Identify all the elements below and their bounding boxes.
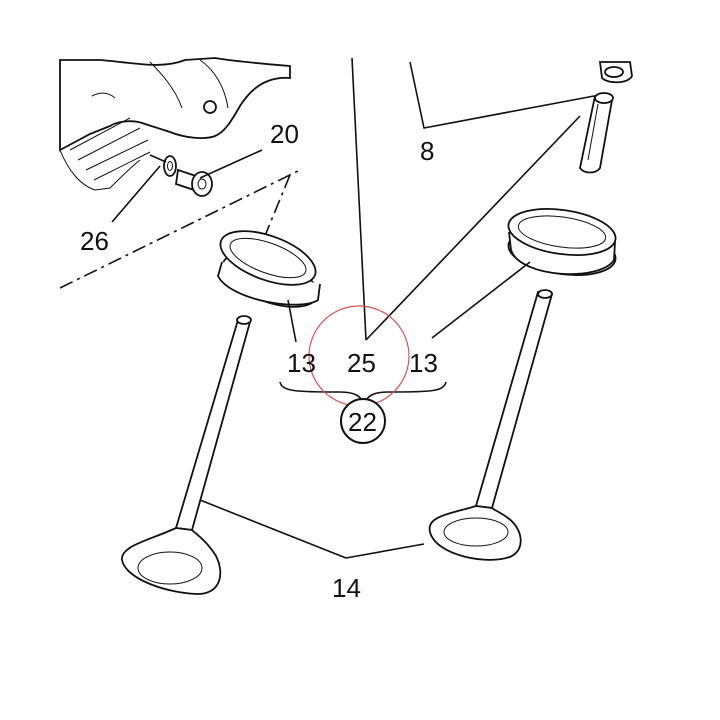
callout-13-left: 13 bbox=[287, 348, 316, 378]
kit-circle bbox=[340, 398, 386, 444]
valve-guide-icon bbox=[579, 92, 614, 174]
washer-icon bbox=[163, 155, 177, 177]
guide-top-fragment bbox=[598, 61, 633, 84]
cylinder-head bbox=[59, 57, 291, 191]
callout-8: 8 bbox=[420, 136, 434, 166]
valve-left-icon bbox=[121, 315, 252, 595]
valve-seat-left-icon bbox=[217, 230, 321, 308]
valve-right-icon bbox=[428, 289, 554, 561]
callout-26: 26 bbox=[80, 226, 109, 256]
callout-25: 25 bbox=[347, 348, 376, 378]
callout-14: 14 bbox=[332, 573, 361, 603]
callout-22: 22 bbox=[348, 407, 377, 437]
callout-20: 20 bbox=[270, 119, 299, 149]
valve-seat-right-icon bbox=[507, 208, 617, 276]
screw-icon bbox=[175, 168, 213, 197]
callout-13-right: 13 bbox=[409, 348, 438, 378]
